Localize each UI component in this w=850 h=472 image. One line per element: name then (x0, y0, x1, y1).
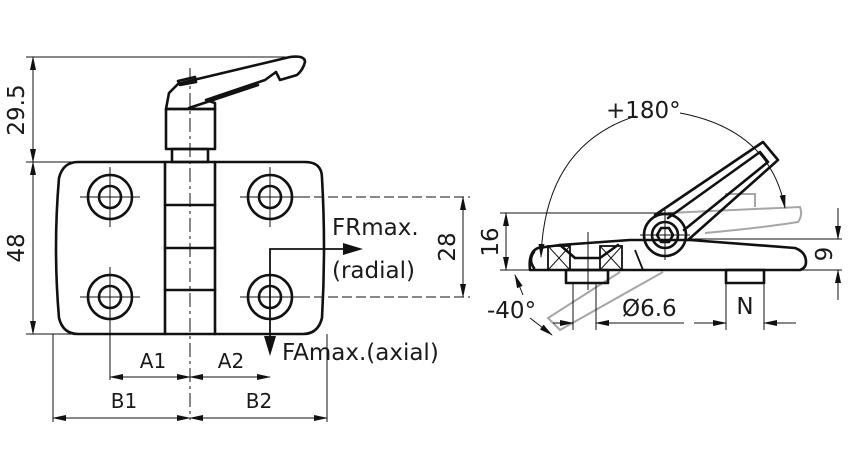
mounting-holes (80, 167, 300, 327)
hinge-plate (528, 232, 808, 290)
dim-a1-label: A1 (140, 349, 166, 373)
angle-closed-label: -40° (487, 298, 536, 324)
dim-b2-label: B2 (246, 389, 272, 413)
hinge-knuckle (640, 210, 690, 260)
dim-height-lever-label: 29.5 (4, 84, 30, 135)
force-axial-label: FAmax.(axial) (282, 340, 439, 366)
arrow-right-icon (343, 243, 363, 255)
ghost-open-position (546, 193, 803, 332)
dim-a2-label: A2 (218, 349, 244, 373)
angle-closed: -40° (487, 269, 553, 336)
dim-height-body: 48 (4, 161, 36, 335)
dim-thickness-label: 9 (812, 247, 838, 262)
dim-hole-spacing-label: 28 (435, 232, 461, 261)
dim-height-lever: 29.5 (4, 56, 36, 163)
force-axial: FAmax.(axial) (264, 297, 439, 366)
force-radial: FRmax. (radial) (269, 215, 419, 297)
angle-open-label: +180° (606, 98, 681, 124)
dim-hole-spacing: 28 (435, 196, 466, 298)
side-lever (653, 140, 780, 242)
dim-stud-label: N (736, 294, 753, 320)
force-radial-label-2: (radial) (332, 258, 415, 284)
dim-a: A1 A2 (109, 349, 271, 380)
dim-side-height-label: 16 (478, 227, 504, 256)
side-view: +180° -40° 16 9 Ø6.6 (478, 98, 842, 336)
dim-thickness: 9 (690, 208, 842, 300)
hole-bottom-left (80, 267, 140, 327)
force-radial-label-1: FRmax. (332, 215, 419, 241)
front-view: 29.5 48 28 A1 A2 B1 B2 FRm (4, 55, 470, 422)
hole-top-right (240, 167, 300, 227)
dim-b: B1 B2 (52, 389, 328, 421)
hole-top-left (80, 167, 140, 227)
dim-b1-label: B1 (111, 389, 137, 413)
dim-hole-diameter: Ø6.6 (553, 283, 684, 330)
arrow-down-icon (264, 336, 276, 356)
dim-height-body-label: 48 (4, 233, 30, 262)
dim-stud: N (694, 283, 796, 330)
dim-hole-diameter-label: Ø6.6 (622, 296, 677, 322)
clamping-lever (164, 55, 307, 164)
angle-open: +180° (538, 98, 786, 258)
dim-side-height: 16 (478, 212, 675, 271)
